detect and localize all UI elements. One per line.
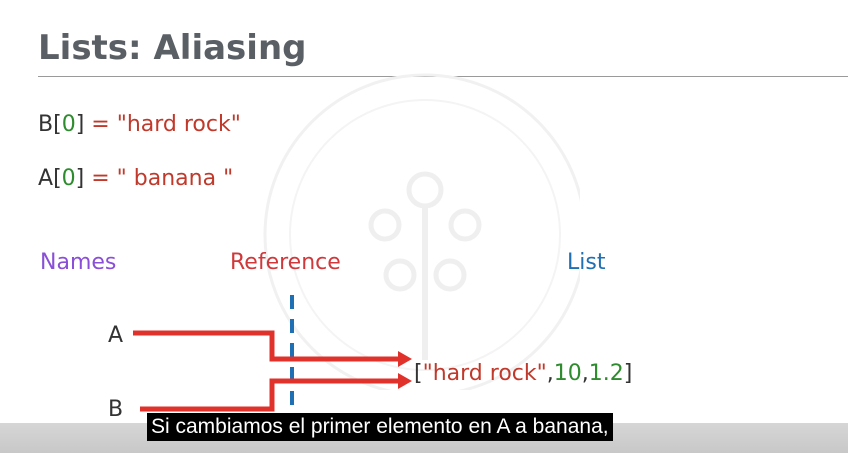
code-bracket: [ — [53, 166, 62, 191]
variable-a-label: A — [108, 323, 124, 348]
slide-title: Lists: Aliasing — [38, 28, 307, 68]
code-index: 0 — [61, 112, 76, 137]
code-string: "hard rock" — [116, 112, 241, 137]
list-separator: , — [546, 361, 554, 386]
list-item-int: 10 — [553, 361, 582, 386]
names-header: Names — [40, 250, 117, 275]
code-bracket: [ — [53, 112, 62, 137]
video-subtitle: Si cambiamos el primer elemento en A a b… — [147, 413, 613, 441]
watermark-logo — [263, 73, 580, 390]
arrow-b — [140, 378, 398, 412]
list-item-string: "hard rock" — [422, 361, 547, 386]
list-header: List — [567, 250, 606, 275]
code-operator: = — [84, 166, 117, 191]
list-separator: , — [581, 361, 589, 386]
code-variable: B — [38, 112, 54, 137]
code-line-b: B[0] = "hard rock" — [38, 112, 241, 137]
arrow-b-head — [398, 373, 412, 389]
list-bracket: ] — [623, 361, 633, 386]
arrow-a-head — [398, 351, 412, 367]
code-index: 0 — [61, 166, 76, 191]
code-bracket: ] — [75, 112, 85, 137]
code-variable: A — [38, 166, 54, 191]
code-string: " banana " — [116, 166, 234, 191]
variable-b-label: B — [108, 397, 124, 422]
arrow-a — [133, 330, 398, 362]
list-item-float: 1.2 — [588, 361, 624, 386]
reference-header: Reference — [230, 250, 341, 275]
code-line-a: A[0] = " banana " — [38, 166, 233, 191]
list-bracket: [ — [414, 361, 423, 386]
code-bracket: ] — [75, 166, 85, 191]
code-operator: = — [84, 112, 117, 137]
list-value: ["hard rock",10,1.2] — [414, 361, 632, 386]
